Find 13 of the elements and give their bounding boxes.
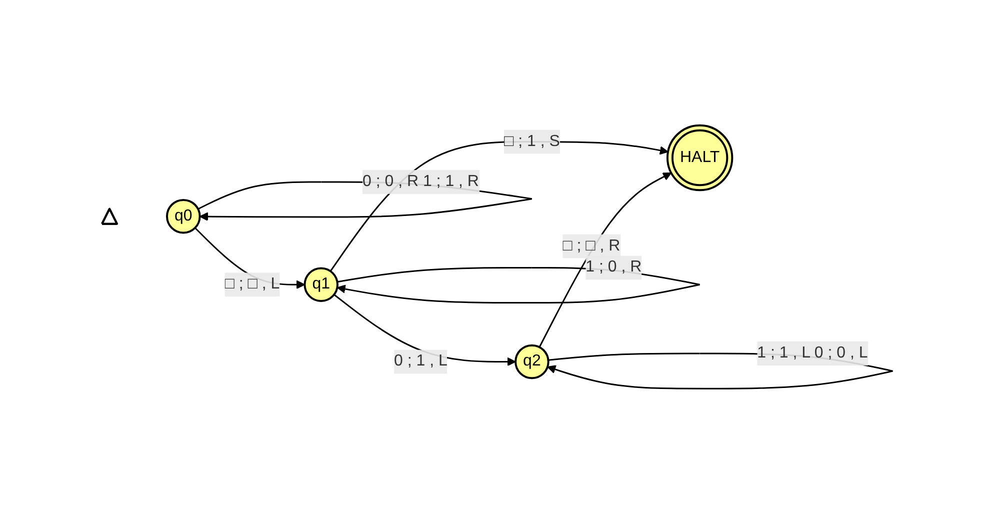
- edge-label: 1 ; 1 , L 0 ; 0 , L: [757, 344, 868, 362]
- node-circle: HALT: [666, 124, 734, 192]
- arrow: [330, 141, 668, 272]
- edge-label: 0 ; 1 , L: [394, 352, 448, 370]
- edge-label: □ ; □ , R: [562, 237, 620, 254]
- node-circle: q1: [304, 267, 339, 302]
- edge-label: 0 ; 0 , R 1 ; 1 , R: [362, 172, 480, 190]
- arrow: [538, 172, 672, 348]
- edge-label: 1 ; 0 , R: [586, 258, 642, 276]
- edge-label: □ ; 1 , S: [504, 132, 560, 150]
- node-circle: q2: [514, 344, 550, 380]
- node-circle: q0: [166, 198, 201, 234]
- edge-label: □ ; □ , L: [224, 276, 280, 293]
